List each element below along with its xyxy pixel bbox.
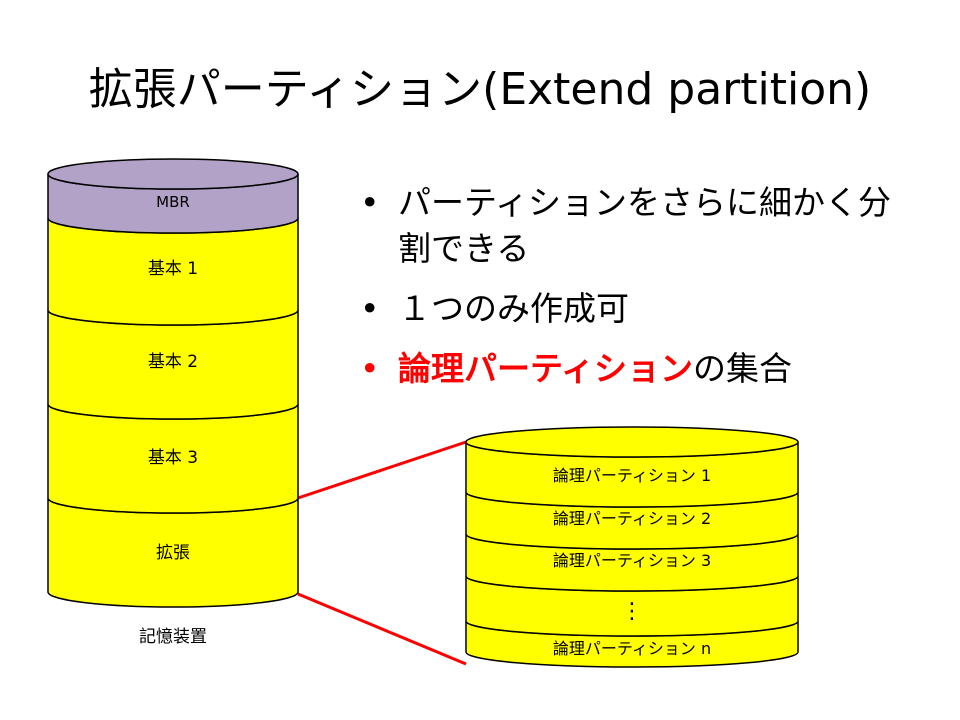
bullet-item-3: •論理パーティションの集合 <box>360 349 793 388</box>
label-mbr: MBR <box>156 193 190 211</box>
slide-title: 拡張パーティション(Extend partition) <box>88 64 872 115</box>
extended-cylinder: 論理パーティション 1 論理パーティション 2 論理パーティション 3 ⋮ 論理… <box>465 426 799 668</box>
storage-cylinder: MBR 基本 1 基本 2 基本 3 拡張 <box>47 158 299 608</box>
bullet-list: •パーティションをさらに細かく分割できる •１つのみ作成可 •論理パーティション… <box>360 180 920 406</box>
label-logical-3: 論理パーティション 3 <box>553 551 711 570</box>
label-logical-1: 論理パーティション 1 <box>553 466 711 485</box>
bullet-text-1: パーティションをさらに細かく分割できる <box>398 183 892 268</box>
connector-line-top <box>297 440 467 500</box>
bullet-text-2: １つのみ作成可 <box>398 289 629 328</box>
label-ellipsis: ⋮ <box>621 599 643 624</box>
bullet-item-2: •１つのみ作成可 <box>360 289 629 328</box>
label-logical-n: 論理パーティション n <box>553 639 711 658</box>
bullet-item-1: •パーティションをさらに細かく分割できる <box>360 183 892 268</box>
storage-caption: 記憶装置 <box>139 627 207 647</box>
label-primary-2: 基本 2 <box>148 352 198 372</box>
storage-cylinder-top <box>47 158 299 190</box>
bullet-text-3: の集合 <box>693 349 793 388</box>
label-primary-1: 基本 1 <box>148 259 198 279</box>
bullet-highlight-text: 論理パーティション <box>398 349 694 388</box>
label-extended: 拡張 <box>156 543 190 563</box>
extended-cylinder-top <box>465 426 799 458</box>
connector-line-bottom <box>297 592 467 666</box>
label-logical-2: 論理パーティション 2 <box>553 509 711 528</box>
label-primary-3: 基本 3 <box>148 448 198 468</box>
